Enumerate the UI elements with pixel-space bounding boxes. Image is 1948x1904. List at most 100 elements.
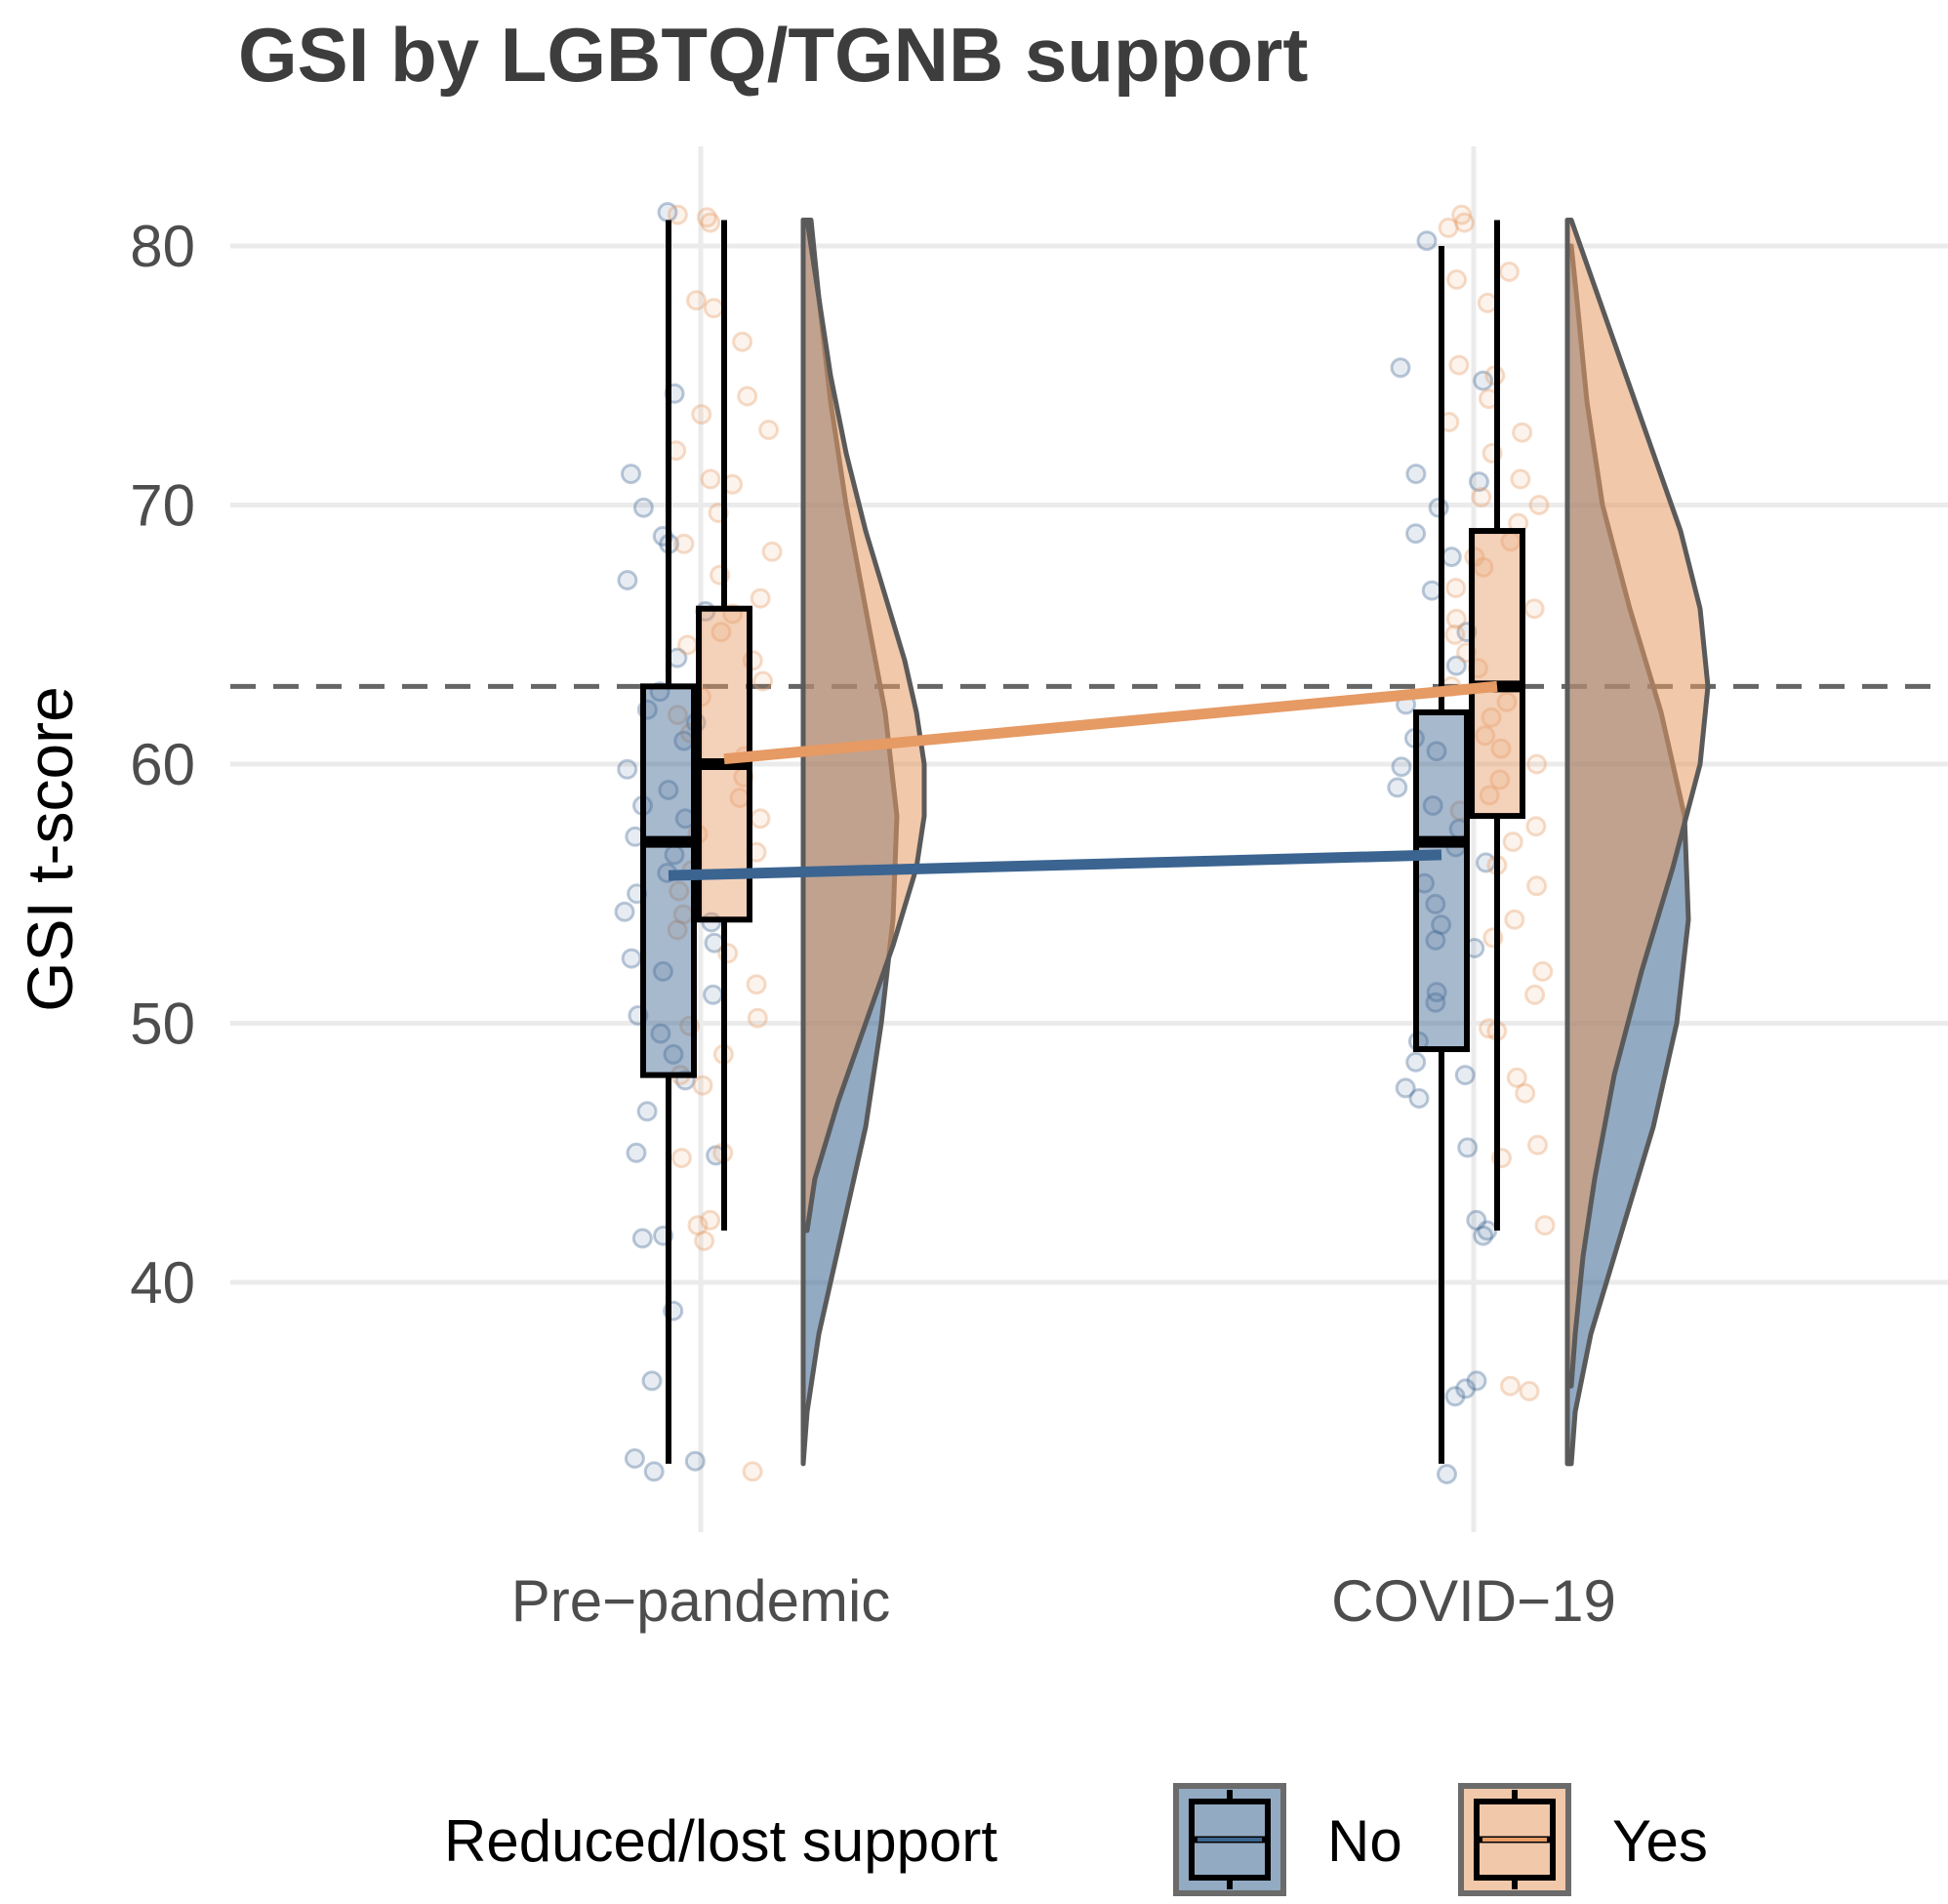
point-no-covid-19-1: [1390, 357, 1411, 379]
point-yes-pre-pandemic-1: [696, 207, 717, 228]
point-yes-pre-pandemic-41: [692, 1074, 713, 1096]
y-tick-60: 60: [130, 732, 195, 797]
point-no-pre-pandemic-39: [684, 1450, 706, 1472]
mean-line-yes: [723, 680, 1498, 765]
point-yes-pre-pandemic-13: [673, 533, 695, 554]
point-yes-covid-19-26: [1496, 691, 1518, 712]
point-yes-covid-19-5: [1477, 292, 1498, 313]
point-yes-covid-19-3: [1498, 262, 1520, 282]
point-no-covid-19-15: [1387, 777, 1408, 798]
point-yes-covid-19-48: [1534, 1215, 1556, 1236]
point-yes-pre-pandemic-47: [742, 1461, 763, 1482]
legend-label-no: No: [1327, 1808, 1402, 1874]
point-no-covid-19-4: [1468, 471, 1489, 493]
point-yes-pre-pandemic-43: [670, 1148, 692, 1169]
point-no-covid-19-21: [1425, 893, 1446, 914]
point-no-pre-pandemic-38: [624, 1448, 645, 1469]
legend-key-yes: [1458, 1783, 1571, 1896]
point-yes-pre-pandemic-16: [750, 587, 771, 609]
point-no-covid-19-8: [1421, 580, 1442, 601]
point-yes-covid-19-30: [1526, 753, 1548, 775]
point-no-pre-pandemic-25: [652, 960, 673, 982]
point-yes-covid-19-29: [1490, 738, 1512, 759]
point-yes-covid-19-49: [1500, 1375, 1521, 1397]
point-yes-pre-pandemic-28: [750, 808, 771, 830]
point-yes-pre-pandemic-18: [710, 622, 732, 643]
point-no-covid-19-6: [1405, 523, 1427, 545]
point-no-pre-pandemic-13: [617, 758, 638, 780]
point-yes-covid-19-14: [1528, 495, 1550, 515]
point-yes-pre-pandemic-32: [669, 880, 690, 902]
point-no-covid-19-13: [1426, 741, 1447, 762]
point-no-covid-19-39: [1437, 1464, 1457, 1484]
point-yes-covid-19-0: [1451, 204, 1473, 225]
point-yes-covid-19-28: [1475, 725, 1496, 747]
point-yes-pre-pandemic-8: [758, 420, 780, 440]
y-tick-80: 80: [130, 214, 195, 279]
point-no-pre-pandemic-28: [650, 1023, 671, 1044]
boxplot-no-pre-pandemic: [640, 220, 697, 1464]
point-yes-covid-19-6: [1448, 354, 1470, 376]
point-yes-covid-19-10: [1512, 422, 1533, 443]
legend-label-yes: Yes: [1612, 1808, 1708, 1874]
x-tick-covid-19: COVID−19: [1331, 1568, 1616, 1634]
point-no-pre-pandemic-40: [643, 1461, 665, 1482]
point-yes-pre-pandemic-45: [687, 1215, 709, 1236]
point-no-covid-19-10: [1445, 655, 1467, 676]
point-yes-covid-19-32: [1479, 785, 1500, 806]
point-no-covid-19-30: [1395, 1077, 1416, 1099]
point-yes-pre-pandemic-3: [686, 290, 707, 311]
point-no-covid-19-23: [1425, 930, 1446, 951]
point-no-pre-pandemic-29: [663, 1043, 684, 1065]
y-tick-50: 50: [130, 992, 195, 1057]
point-yes-covid-19-38: [1504, 909, 1525, 930]
density-layer: [800, 217, 1711, 1467]
point-no-covid-19-22: [1431, 914, 1452, 936]
legend-title: Reduced/lost support: [444, 1808, 997, 1874]
point-no-covid-19-7: [1441, 547, 1462, 568]
density-yes-pre-pandemic: [800, 217, 927, 1234]
y-tick-70: 70: [130, 473, 195, 539]
point-yes-pre-pandemic-4: [703, 298, 724, 319]
point-yes-covid-19-1: [1454, 212, 1475, 233]
point-yes-pre-pandemic-6: [737, 385, 758, 407]
point-yes-covid-19-45: [1515, 1082, 1536, 1104]
jitter-points: [614, 202, 1556, 1484]
boxplots: [640, 220, 1525, 1464]
point-no-covid-19-14: [1391, 756, 1412, 778]
density-yes-covid-19: [1564, 217, 1711, 1389]
point-yes-covid-19-19: [1445, 578, 1467, 598]
mean-line-no: [668, 849, 1442, 881]
point-yes-pre-pandemic-44: [700, 1209, 721, 1231]
point-no-covid-19-35: [1473, 1225, 1494, 1246]
point-yes-pre-pandemic-23: [667, 705, 688, 726]
legend: Reduced/lost support No Yes: [444, 1783, 1708, 1896]
point-no-pre-pandemic-31: [636, 1101, 658, 1122]
box-body: [1413, 709, 1470, 1053]
point-no-pre-pandemic-6: [617, 570, 638, 590]
point-no-pre-pandemic-26: [703, 984, 724, 1005]
point-no-covid-19-2: [1473, 370, 1494, 391]
box-body: [1469, 528, 1525, 820]
point-yes-covid-19-40: [1532, 960, 1554, 982]
box-body: [640, 683, 697, 1078]
point-no-covid-19-29: [1454, 1065, 1476, 1086]
chart-title: GSI by LGBTQ/TGNB support: [238, 12, 1308, 98]
point-yes-covid-19-21: [1445, 608, 1467, 629]
point-no-covid-19-26: [1425, 992, 1446, 1013]
y-tick-40: 40: [130, 1250, 195, 1316]
point-no-covid-19-37: [1455, 1378, 1477, 1399]
point-yes-covid-19-13: [1471, 487, 1492, 507]
point-yes-pre-pandemic-19: [677, 634, 698, 656]
point-yes-pre-pandemic-10: [700, 468, 721, 490]
point-no-covid-19-28: [1405, 1051, 1427, 1073]
point-no-covid-19-31: [1408, 1088, 1430, 1109]
boxplot-yes-pre-pandemic: [696, 220, 752, 1231]
boxplot-no-covid-19: [1413, 246, 1470, 1464]
point-yes-covid-19-2: [1438, 217, 1459, 238]
point-yes-covid-19-22: [1444, 624, 1466, 645]
point-yes-pre-pandemic-0: [667, 204, 688, 225]
point-yes-covid-19-50: [1519, 1381, 1540, 1401]
gridlines: [230, 146, 1948, 1532]
